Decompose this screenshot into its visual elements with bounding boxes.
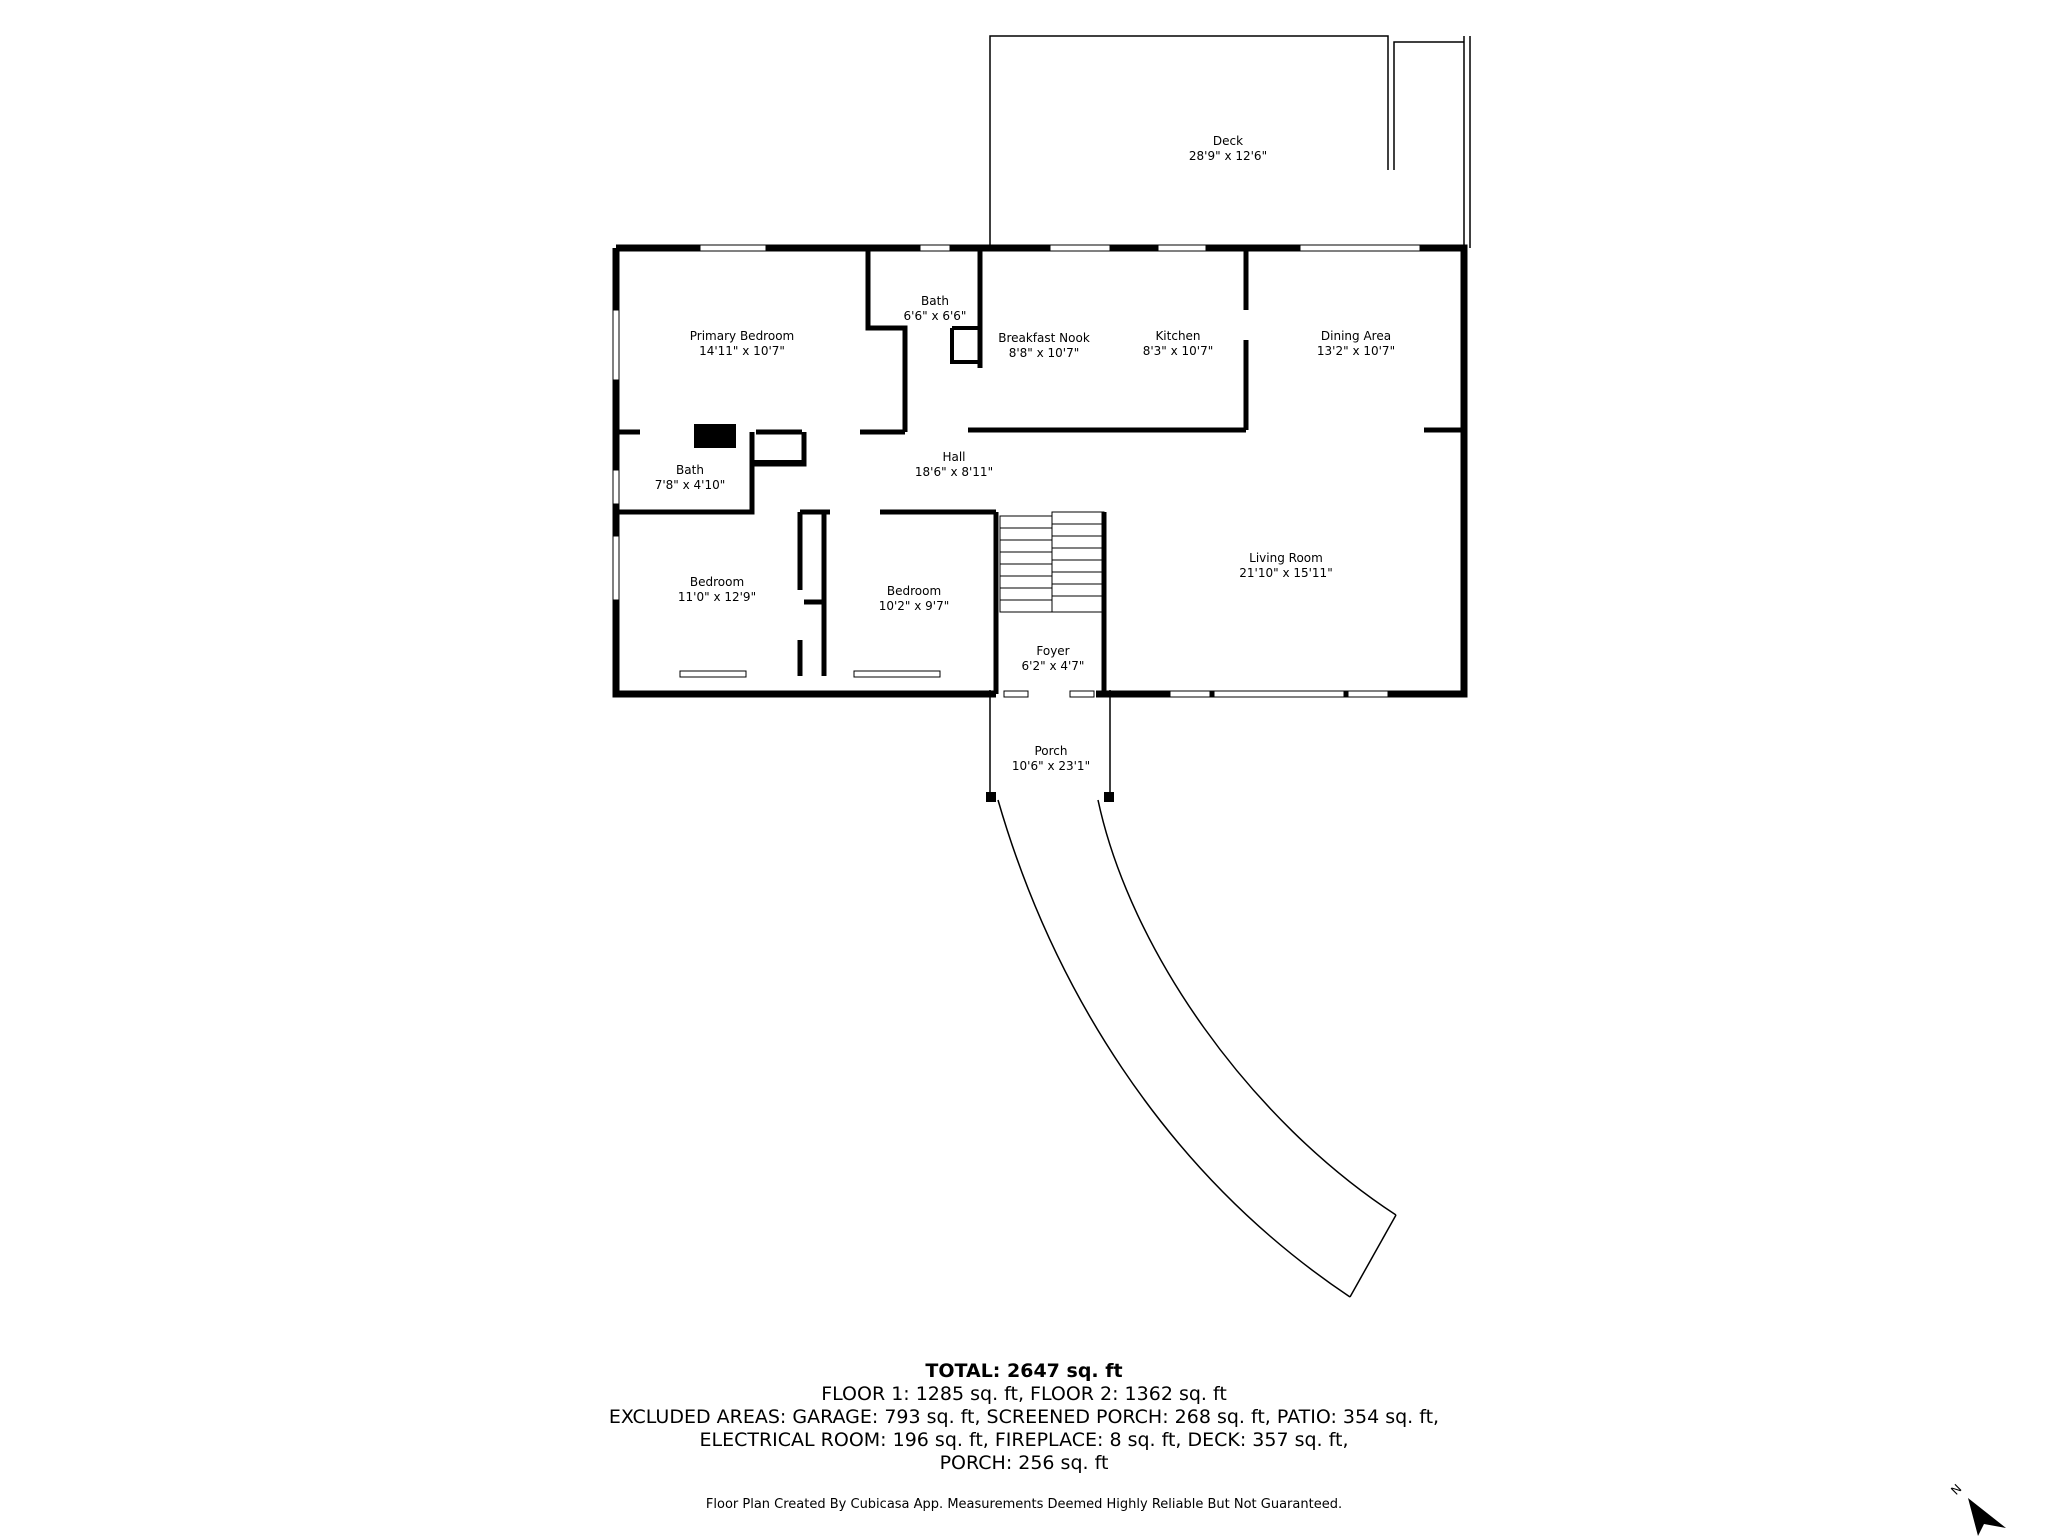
deck-name: Deck <box>1213 134 1243 148</box>
porch-dims: 10'6" x 23'1" <box>1012 759 1090 773</box>
hall-dims: 18'6" x 8'11" <box>915 465 993 479</box>
lower-bath-vanity <box>694 424 736 448</box>
lower-bath-name: Bath <box>676 463 704 477</box>
porch-name: Porch <box>1034 744 1067 758</box>
bedroom-middle-dims: 10'2" x 9'7" <box>879 599 950 613</box>
upper-bath-dims: 6'6" x 6'6" <box>904 309 967 323</box>
room-labels: Deck 28'9" x 12'6" Primary Bedroom 14'11… <box>655 134 1395 773</box>
deck-dims: 28'9" x 12'6" <box>1189 149 1267 163</box>
total-area: TOTAL: 2647 sq. ft <box>925 1360 1123 1382</box>
upper-bath-fixtures <box>950 326 980 364</box>
floor-areas: FLOOR 1: 1285 sq. ft, FLOOR 2: 1362 sq. … <box>821 1383 1227 1405</box>
living-room-dims: 21'10" x 15'11" <box>1239 566 1332 580</box>
porch-post-left <box>986 792 996 802</box>
kitchen-name: Kitchen <box>1155 329 1200 343</box>
primary-bedroom-name: Primary Bedroom <box>690 329 794 343</box>
dining-area-dims: 13'2" x 10'7" <box>1317 344 1395 358</box>
stairs <box>999 511 1105 613</box>
porch-post-right <box>1104 792 1114 802</box>
excluded-areas-line-3: PORCH: 256 sq. ft <box>939 1452 1109 1474</box>
compass-label: N <box>1948 1482 1964 1498</box>
dining-area-name: Dining Area <box>1321 329 1391 343</box>
lower-bath-dims: 7'8" x 4'10" <box>655 478 726 492</box>
breakfast-nook-name: Breakfast Nook <box>998 331 1090 345</box>
exterior-walls <box>612 244 1468 698</box>
disclaimer: Floor Plan Created By Cubicasa App. Meas… <box>705 1497 1343 1512</box>
primary-bedroom-dims: 14'11" x 10'7" <box>699 344 785 358</box>
interior-walls <box>616 250 1464 694</box>
living-room-name: Living Room <box>1249 551 1323 565</box>
excluded-areas-line-1: EXCLUDED AREAS: GARAGE: 793 sq. ft, SCRE… <box>608 1406 1440 1428</box>
bedroom-left-dims: 11'0" x 12'9" <box>678 590 756 604</box>
kitchen-dims: 8'3" x 10'7" <box>1143 344 1214 358</box>
upper-bath-name: Bath <box>921 294 949 308</box>
excluded-areas-line-2: ELECTRICAL ROOM: 196 sq. ft, FIREPLACE: … <box>699 1429 1349 1451</box>
porch-walkway <box>989 690 1397 1298</box>
bedroom-middle-name: Bedroom <box>887 584 941 598</box>
windows <box>612 244 1421 698</box>
area-summary: TOTAL: 2647 sq. ft FLOOR 1: 1285 sq. ft,… <box>474 1360 1574 1475</box>
compass-arrow <box>1968 1498 2006 1536</box>
bedroom-left-name: Bedroom <box>690 575 744 589</box>
hall-name: Hall <box>942 450 965 464</box>
breakfast-nook-dims: 8'8" x 10'7" <box>1009 346 1080 360</box>
north-arrow-icon: N <box>1948 1482 2006 1536</box>
foyer-dims: 6'2" x 4'7" <box>1022 659 1085 673</box>
deck-outline <box>989 35 1471 248</box>
foyer-name: Foyer <box>1036 644 1069 658</box>
